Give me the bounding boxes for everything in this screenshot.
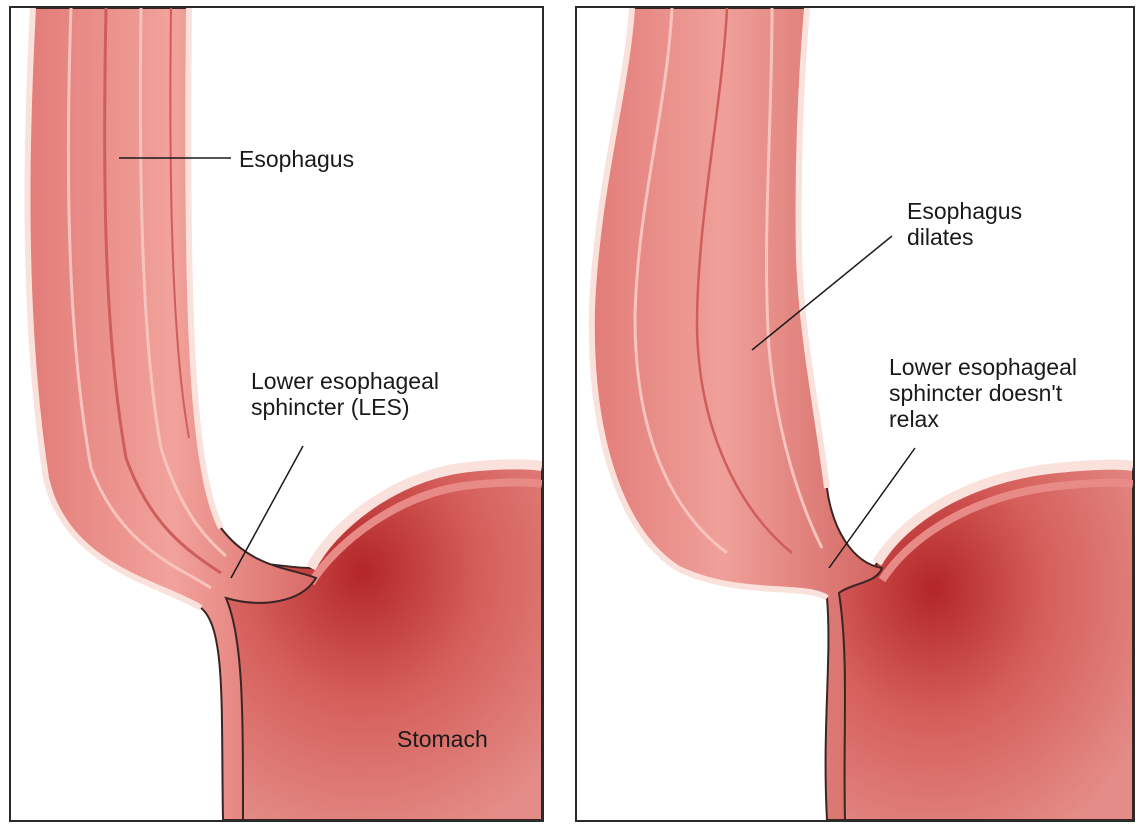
esophagus-label: Esophagus bbox=[239, 146, 354, 172]
les-leader-line bbox=[231, 446, 303, 578]
normal-anatomy-panel: Esophagus Lower esophageal sphincter (LE… bbox=[9, 6, 544, 822]
achalasia-panel: Esophagus dilates Lower esophageal sphin… bbox=[575, 6, 1135, 822]
dilated-esophagus-shape bbox=[592, 8, 882, 820]
les-label: Lower esophageal sphincter (LES) bbox=[251, 368, 439, 420]
esophagus-dilates-label: Esophagus dilates bbox=[907, 198, 1022, 250]
stomach-shape bbox=[827, 465, 1133, 820]
stomach-label: Stomach bbox=[397, 726, 488, 752]
les-doesnt-relax-label: Lower esophageal sphincter doesn't relax bbox=[889, 354, 1077, 432]
